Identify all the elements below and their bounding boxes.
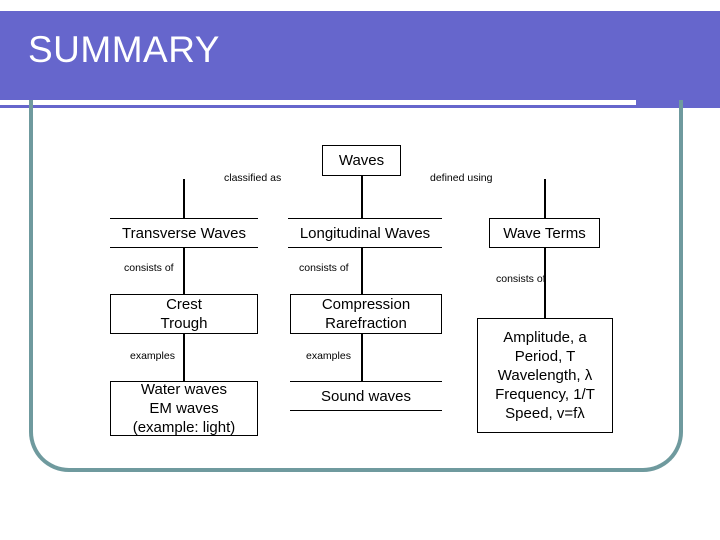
edge-label-classified-as: classified as [224, 172, 282, 184]
page-title: SUMMARY [28, 29, 220, 70]
node-transverse-waves-line-0: Transverse Waves [122, 224, 246, 242]
node-wave-quantities-line-4: Speed, v=fλ [505, 405, 585, 422]
node-water-em-waves-line-2: (example: light) [132, 419, 236, 436]
node-compression-rarefraction-line-0: Compression [321, 296, 411, 313]
connector-waves-to-longitudinal [361, 176, 363, 218]
node-waves-line-0: Waves [338, 152, 385, 169]
node-compression-rarefraction-line-1: Rarefraction [325, 315, 407, 332]
node-crest-trough-line-0: Crest [166, 296, 202, 313]
edge-label-defined-using: defined using [430, 172, 493, 184]
title-underline-rule [0, 100, 636, 105]
node-water-em-waves[interactable]: Water waves EM waves (example: light) [110, 381, 258, 436]
edge-label-consists-of-wave-terms: consists of [496, 273, 546, 285]
node-sound-waves-line-0: Sound waves [320, 387, 412, 405]
node-longitudinal-waves[interactable]: Longitudinal Waves [288, 218, 442, 248]
node-compression-rarefraction[interactable]: Compression Rarefraction [290, 294, 442, 334]
node-water-em-waves-line-0: Water waves [140, 381, 228, 398]
connector-waves-to-wave-terms [544, 179, 546, 218]
node-crest-trough[interactable]: Crest Trough [110, 294, 258, 334]
connector-longitudinal-to-compression [361, 248, 363, 294]
node-wave-quantities-line-0: Amplitude, a [503, 329, 587, 346]
node-wave-quantities-line-3: Frequency, 1/T [495, 386, 595, 403]
node-wave-terms-line-0: Wave Terms [503, 224, 586, 242]
edge-label-consists-of-longitudinal: consists of [299, 262, 349, 274]
connector-crest-to-water-em [183, 334, 185, 381]
connector-wave-terms-to-quantities [544, 248, 546, 318]
edge-label-examples-longitudinal: examples [306, 350, 351, 362]
node-sound-waves[interactable]: Sound waves [290, 381, 442, 411]
node-wave-terms[interactable]: Wave Terms [489, 218, 600, 248]
slide-title-banner [0, 11, 720, 108]
node-crest-trough-line-1: Trough [160, 315, 208, 332]
node-wave-quantities[interactable]: Amplitude, a Period, T Wavelength, λ Fre… [477, 318, 613, 433]
node-wave-quantities-line-2: Wavelength, λ [497, 367, 593, 384]
content-frame-border [29, 100, 683, 472]
node-wave-quantities-line-1: Period, T [514, 348, 576, 365]
connector-waves-to-transverse [183, 179, 185, 218]
connector-compression-to-sound [361, 334, 363, 381]
node-transverse-waves[interactable]: Transverse Waves [110, 218, 258, 248]
connector-transverse-to-crest-trough [183, 248, 185, 294]
node-waves[interactable]: Waves [322, 145, 401, 176]
edge-label-consists-of-transverse: consists of [124, 262, 174, 274]
node-longitudinal-waves-line-0: Longitudinal Waves [299, 224, 431, 242]
edge-label-examples-transverse: examples [130, 350, 175, 362]
node-water-em-waves-line-1: EM waves [149, 400, 219, 417]
